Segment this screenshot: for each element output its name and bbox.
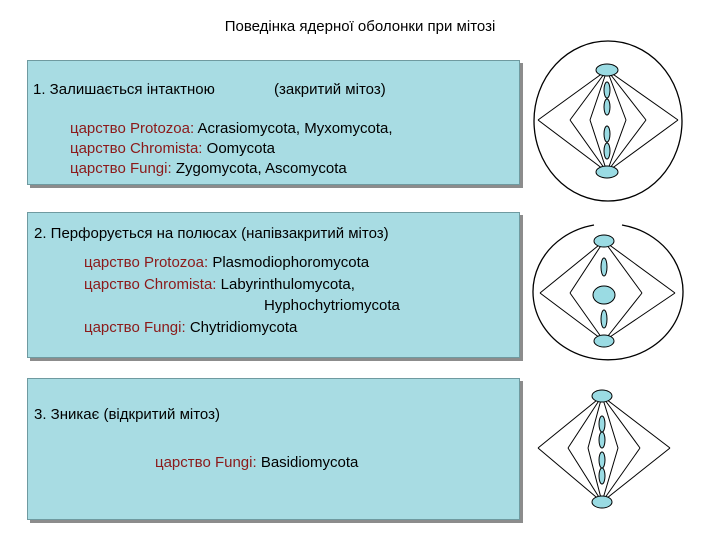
spindle-pole: [595, 63, 619, 77]
kingdom-label: царство Fungi:: [155, 454, 257, 471]
taxa-label: Basidiomycota: [256, 454, 359, 471]
kingdom-label: царство Protozoa:: [84, 254, 209, 271]
closed-mitosis-box: 1. Залишається інтактною (закритий мітоз…: [27, 60, 520, 185]
kingdom-row: царство Chromista: Oomycota: [70, 139, 275, 159]
chromosome: [598, 467, 606, 485]
kingdom-label: царство Fungi:: [70, 160, 172, 177]
taxa-label: Oomycota: [202, 140, 276, 157]
kingdom-label: царство Protozoa:: [70, 120, 195, 137]
semi-closed-mitosis-figure: [532, 224, 684, 361]
closed-mitosis-note: (закритий мітоз): [274, 81, 386, 98]
chromosome: [598, 431, 606, 449]
chromosome: [598, 415, 606, 433]
chromosome: [600, 257, 608, 277]
spindle-fibers: [537, 69, 679, 173]
taxa-label: Zygomycota, Ascomycota: [171, 160, 347, 177]
kingdom-label: царство Fungi:: [84, 319, 186, 336]
open-mitosis-heading: 3. Зникає (відкритий мітоз): [34, 406, 220, 423]
page-title: Поведінка ядерної оболонки при мітозі: [224, 18, 496, 35]
kingdom-row: царство Fungi: Zygomycota, Ascomycota: [70, 159, 347, 179]
kingdom-row: царство Protozoa: Plasmodiophoromycota: [84, 253, 369, 273]
spindle-pole: [592, 285, 616, 305]
spindle-pole: [591, 495, 613, 509]
kingdom-row: царство Fungi: Chytridiomycota: [84, 318, 297, 338]
chromosome: [598, 451, 606, 469]
spindle-pole: [593, 234, 615, 248]
taxa-label: Acrasiomycota, Myxomycota,: [194, 120, 393, 137]
kingdom-row: царство Chromista: Labyrinthulomycota,: [84, 275, 355, 295]
spindle-fibers: [539, 240, 676, 342]
closed-mitosis-figure: [533, 40, 683, 202]
spindle-pole: [593, 334, 615, 348]
chromosome: [603, 81, 611, 99]
kingdom-row: царство Fungi: Basidiomycota: [155, 453, 358, 473]
semi-closed-mitosis-heading: 2. Перфорується на полюсах (напівзакрити…: [34, 225, 389, 242]
taxa-label: Labyrinthulomycota,: [216, 276, 355, 293]
closed-mitosis-heading: 1. Залишається інтактною: [33, 81, 215, 98]
taxa-label: Hyphochytriomycota: [264, 297, 400, 314]
nuclear-envelope: [532, 224, 684, 361]
open-mitosis-figure: [537, 389, 671, 509]
taxa-label: Chytridiomycota: [185, 319, 298, 336]
spindle-pole: [595, 165, 619, 179]
nuclear-envelope: [533, 40, 683, 202]
kingdom-row: Hyphochytriomycota: [264, 296, 400, 316]
chromosome: [603, 142, 611, 160]
open-mitosis-box: 3. Зникає (відкритий мітоз) царство Fung…: [27, 378, 520, 520]
chromosome: [603, 98, 611, 116]
kingdom-label: царство Chromista:: [84, 276, 217, 293]
spindle-pole: [591, 389, 613, 403]
taxa-label: Plasmodiophoromycota: [208, 254, 370, 271]
kingdom-label: царство Chromista:: [70, 140, 203, 157]
spindle-fibers: [537, 395, 671, 503]
semi-closed-mitosis-box: 2. Перфорується на полюсах (напівзакрити…: [27, 212, 520, 358]
chromosome: [600, 309, 608, 329]
kingdom-row: царство Protozoa: Acrasiomycota, Myxomyc…: [70, 119, 393, 139]
chromosome: [603, 125, 611, 143]
